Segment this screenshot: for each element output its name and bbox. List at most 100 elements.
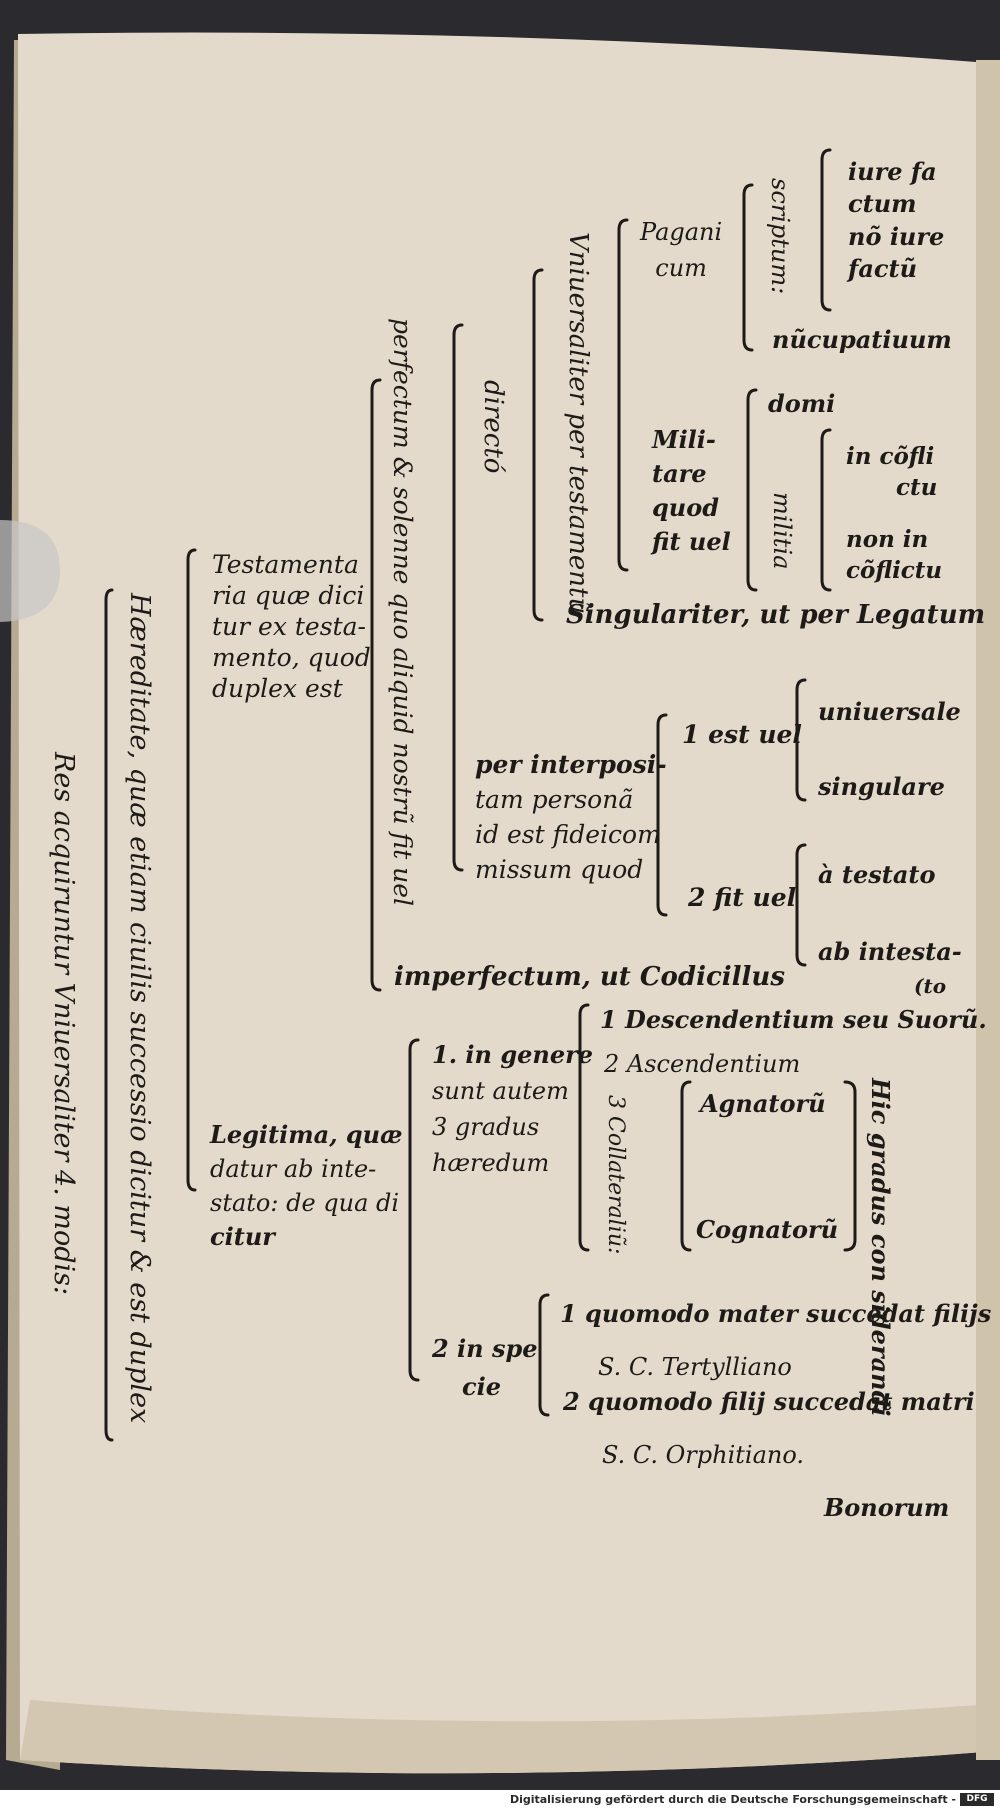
brace-collateralium (680, 1080, 692, 1252)
text-line: in cõfli (846, 443, 935, 470)
branch-iure-factum: iure fa ctum (848, 160, 937, 216)
branch-ascendentium: 2 Ascendentium (604, 1050, 801, 1078)
branch-non-iure-factum: nõ iure factũ (848, 225, 944, 281)
trunk-hereditas: Hæreditate, quæ etiam ciuilis successio … (124, 593, 155, 1424)
brace-hereditas (186, 548, 197, 1192)
branch-est-uel: 1 est uel (682, 720, 802, 749)
text-line: 3 gradus (432, 1113, 540, 1141)
branch-a-testato: à testato (818, 860, 936, 889)
branch-universale: uniuersale (818, 697, 961, 726)
brace-testamentaria (370, 378, 382, 992)
branch-paganicum: Pagani cum (640, 220, 722, 280)
text-line: ctum (848, 189, 917, 218)
text-line: tare (652, 459, 707, 488)
branch-legitima: Legitima, quæ datur ab inte- stato: de q… (210, 1123, 403, 1249)
branch-vniuersaliter-testamentum: Vniuersaliter per testamentũ (563, 232, 593, 615)
branch-in-specie: 2 in spe cie (432, 1337, 538, 1399)
text-line: hæredum (432, 1149, 550, 1177)
text-line: missum quod (475, 855, 644, 884)
text-line: 2 in spe (432, 1334, 538, 1363)
text-line: mento, quod (212, 643, 371, 672)
text-line: Mili- (652, 425, 716, 454)
text-line: factũ (848, 254, 918, 283)
text-line: Legitima, quæ (210, 1120, 403, 1149)
text-line: Pagani (640, 218, 723, 246)
branch-militia: militia (768, 492, 796, 570)
footer-credit-text: Digitalisierung gefördert durch die Deut… (509, 1793, 956, 1806)
brace-militia (820, 428, 832, 592)
brace-interposita (656, 713, 668, 917)
text-line: 1. in genere (432, 1040, 594, 1069)
bookmark-clip (0, 520, 60, 622)
brace-lines (104, 148, 857, 1442)
brace-gradus-right (843, 1080, 857, 1252)
branch-agnatorum: Agnatorũ (700, 1089, 826, 1118)
branch-sc-tertylliano: S. C. Tertylliano (598, 1353, 792, 1381)
branch-fit-uel: 2 fit uel (688, 883, 797, 912)
text-line: ab intesta- (818, 937, 962, 966)
text-line: ria quæ dici (212, 581, 365, 610)
right-page-edge (976, 60, 1000, 1760)
branch-militare: Mili- tare quod fit uel (652, 428, 731, 554)
text-line: non in (846, 526, 929, 553)
branch-imperfectum: imperfectum, ut Codicillus (394, 962, 785, 992)
page-title: Res acquiruntur Vniuersaliter 4. modis: (48, 752, 79, 1296)
branch-scriptum: scriptum: (766, 178, 794, 295)
brace-perfectum (452, 323, 464, 872)
text-line: cie (462, 1372, 501, 1401)
branch-ab-intestato: ab intesta- (to (818, 937, 962, 998)
branch-collateralium: 3 Collateraliũ: (603, 1095, 628, 1255)
text-line: citur (210, 1222, 275, 1251)
brace-paganicum (742, 183, 754, 352)
text-line: per interposi- (475, 750, 667, 779)
brace-vniuersaliter (104, 588, 114, 1442)
text-line: sunt autem (432, 1077, 569, 1105)
brace-directo (532, 268, 544, 622)
branch-singulariter: Singulariter, ut per Legatum (566, 600, 986, 630)
brace-est-uel (795, 678, 807, 802)
brace-in-genere (578, 1003, 590, 1252)
branch-quomodo-filij: 2 quomodo filij succedat matri (563, 1387, 975, 1416)
text-line: fit uel (652, 527, 731, 556)
branch-directo: directó (478, 380, 508, 474)
branch-nuncupatiuum: nũcupatiuum (772, 325, 952, 354)
text-line: tam personã (475, 785, 634, 814)
text-line: tur ex testa- (212, 612, 366, 641)
branch-cognatorum: Cognatorũ (696, 1215, 839, 1244)
text-line: cum (655, 254, 707, 282)
dfg-logo: DFG (960, 1793, 994, 1806)
branch-in-conflictu: in cõfli ctu (846, 445, 937, 499)
branch-sc-orphitiano: S. C. Orphitiano. (602, 1441, 804, 1469)
text-line: cõflictu (846, 557, 943, 584)
digitization-footer: Digitalisierung gefördert durch die Deut… (0, 1790, 1000, 1809)
text-line: id est fideicom (475, 820, 661, 849)
brace-vniuersaliter-test (617, 218, 629, 572)
brace-scriptum (820, 148, 832, 312)
branch-non-in-conflictu: non in cõflictu (846, 528, 942, 582)
text-line: iure fa (848, 157, 937, 186)
brace-legitima (408, 1038, 420, 1382)
catchword-bonorum: Bonorum (824, 1493, 950, 1522)
text-line: nõ iure (848, 222, 945, 251)
brace-militare (746, 388, 758, 592)
page-bottom-shadow (20, 1700, 982, 1774)
branch-domi: domi (768, 389, 836, 418)
text-line: quod (652, 493, 720, 522)
text-line: Testamenta (212, 550, 359, 579)
branch-testamentaria: Testamenta ria quæ dici tur ex testa- me… (212, 552, 371, 701)
text-line: ctu (896, 474, 938, 501)
text-line: duplex est (212, 674, 343, 703)
text-line: stato: de qua di (210, 1189, 400, 1217)
branch-singulare: singulare (818, 772, 945, 801)
brace-fit-uel (795, 843, 807, 967)
branch-perfectum: perfectum & solenne quo aliquid nostrũ f… (388, 318, 417, 907)
brace-in-specie (538, 1293, 550, 1417)
branch-hic-gradus: Hic gradus con siderandi (866, 1078, 895, 1417)
branch-quomodo-mater: 1 quomodo mater succedat filijs (560, 1299, 992, 1328)
text-line: (to (914, 974, 947, 998)
branch-descendentium: 1 Descendentium seu Suorũ. (600, 1005, 987, 1034)
branch-in-genere: 1. in genere sunt autem 3 gradus hæredum (432, 1040, 594, 1177)
branch-interposita: per interposi- tam personã id est fideic… (475, 752, 667, 882)
text-line: datur ab inte- (210, 1155, 377, 1183)
